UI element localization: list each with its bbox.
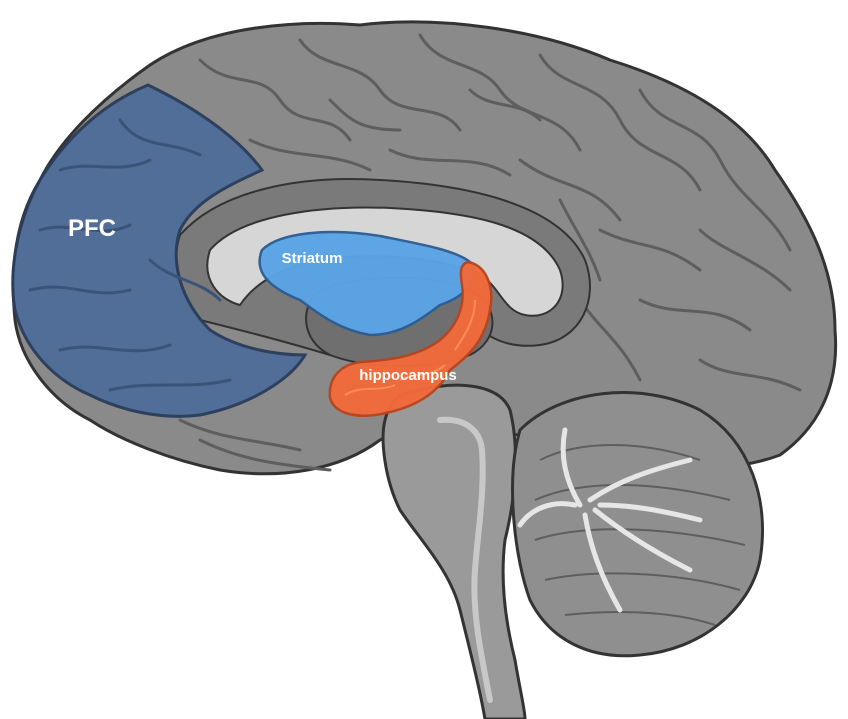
hippocampus-label: hippocampus [359,367,457,384]
striatum-label: Striatum [282,250,343,267]
pfc-label: PFC [68,215,116,242]
cerebellum [513,393,763,656]
brainstem [383,385,525,719]
